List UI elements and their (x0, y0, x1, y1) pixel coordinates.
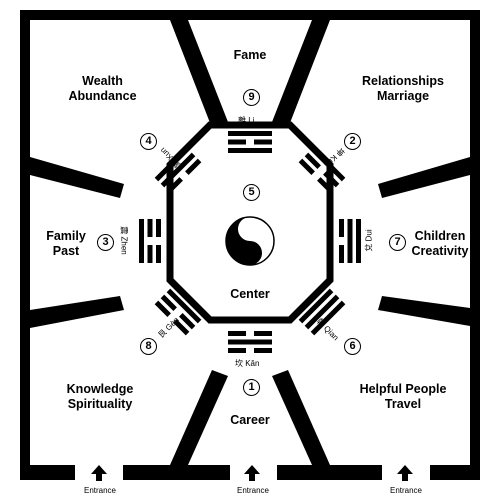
number-children: 7 (389, 234, 406, 251)
number-family: 3 (97, 234, 114, 251)
entrance-label-right: Entrance (389, 486, 423, 495)
trigram-line-broken (147, 219, 153, 237)
trigram-line-broken (154, 300, 171, 317)
trigram-zhen (139, 219, 161, 263)
outer-wall (20, 10, 480, 480)
up-arrow-icon (244, 465, 260, 481)
trigram-kan (228, 331, 272, 353)
trigram-line-broken (339, 219, 344, 237)
trigram-line-broken (166, 177, 183, 194)
trigram-line-broken (254, 139, 272, 145)
trigram-line-solid (228, 339, 272, 345)
number-wealth: 4 (140, 133, 157, 150)
trigram-line-broken (173, 319, 190, 336)
trigram-line-solid (160, 152, 196, 188)
number-fame: 9 (243, 89, 260, 106)
label-fame: Fame (233, 48, 267, 62)
trigram-line-broken (339, 245, 344, 263)
up-arrow-icon (397, 465, 413, 481)
trigram-line-broken (228, 139, 246, 145)
number-knowledge: 8 (140, 338, 157, 355)
trigram-gen (154, 288, 202, 336)
number-helpful: 6 (344, 338, 361, 355)
trigram-line-solid (154, 146, 190, 182)
divider-walls (30, 20, 470, 465)
trigram-line-solid (166, 288, 202, 324)
trigram-name-zhen: 震 Zhen (119, 226, 129, 255)
trigram-dui (339, 219, 361, 263)
trigram-line-solid (356, 219, 361, 263)
trigram-line-broken (304, 152, 321, 169)
trigram-name-kan: 坎 Kǎn (235, 359, 260, 368)
number-relationships: 2 (344, 133, 361, 150)
trigram-line-solid (298, 288, 334, 324)
trigram-line-broken (298, 158, 315, 175)
trigram-xun (154, 146, 202, 194)
yin-yang-icon (225, 216, 275, 266)
trigram-line-broken (254, 348, 272, 353)
trigram-line-solid (310, 300, 346, 336)
trigram-line-solid (139, 219, 144, 263)
trigram-line-broken (317, 177, 334, 194)
trigram-li (228, 131, 272, 153)
trigram-line-broken (160, 294, 177, 311)
trigram-line-solid (228, 131, 272, 136)
up-arrow-icon (91, 465, 107, 481)
trigram-line-broken (156, 245, 161, 263)
number-center: 5 (243, 184, 260, 201)
trigrams (139, 131, 361, 353)
trigram-name-dui: 兌 Dui (364, 229, 374, 252)
label-career: Career (230, 413, 270, 427)
trigram-line-solid (304, 294, 340, 330)
entrance-label-left: Entrance (83, 486, 117, 495)
trigram-line-broken (147, 245, 153, 263)
trigram-line-broken (323, 171, 340, 188)
trigram-line-broken (228, 331, 246, 336)
trigram-line-broken (329, 165, 346, 182)
trigram-line-broken (228, 348, 246, 353)
trigram-name-li: 離 Li (238, 116, 255, 125)
entrance-label-center: Entrance (236, 486, 270, 495)
trigram-line-solid (228, 148, 272, 153)
number-career: 1 (243, 379, 260, 396)
trigram-line-broken (179, 313, 196, 330)
trigram-line-broken (185, 158, 202, 175)
trigram-line-broken (254, 331, 272, 336)
trigram-line-broken (310, 146, 327, 163)
trigram-kun (298, 146, 346, 194)
entrance-arrows (91, 465, 413, 481)
label-center: Center (230, 287, 270, 301)
trigram-line-broken (156, 219, 161, 237)
trigram-qian (298, 288, 346, 336)
trigram-line-solid (347, 219, 353, 263)
